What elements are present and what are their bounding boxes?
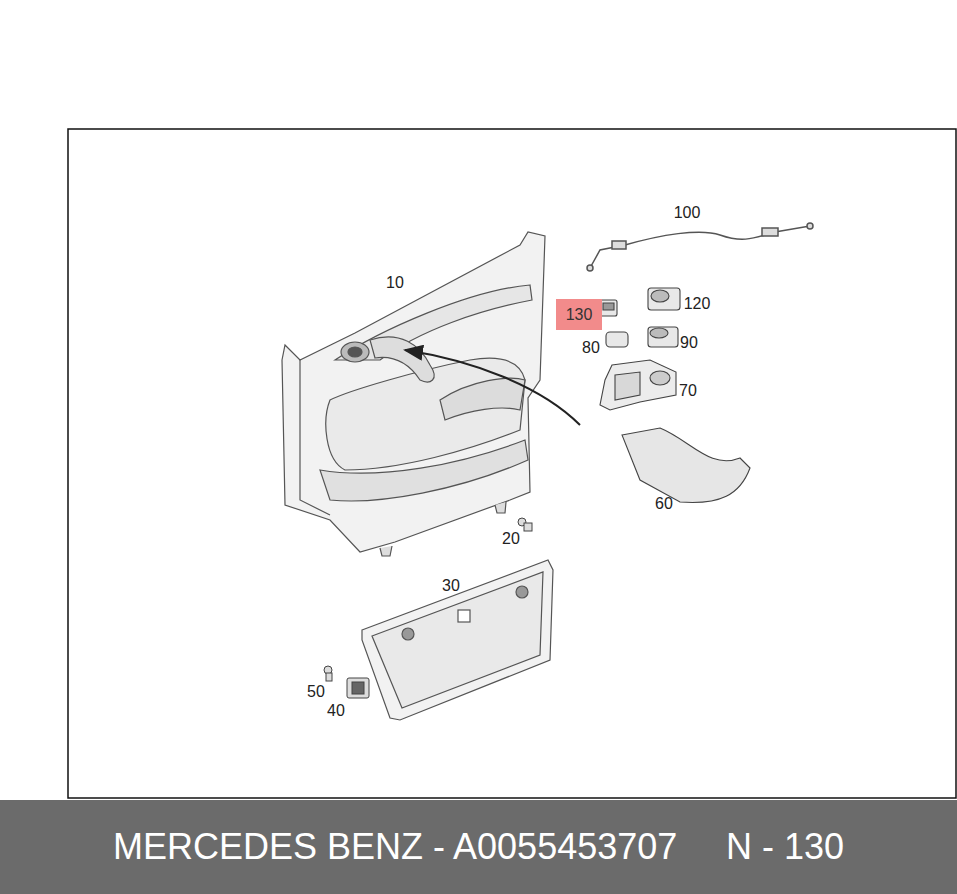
leader-arrow <box>405 350 580 425</box>
callout-number: 50 <box>307 683 325 701</box>
callout-number: 60 <box>655 495 673 513</box>
switch-parts <box>600 288 680 347</box>
fasteners <box>324 666 369 698</box>
callout-number: 40 <box>327 702 345 720</box>
callout-number: 20 <box>502 530 520 548</box>
callout-number: 80 <box>582 339 600 357</box>
frame <box>68 129 956 798</box>
door-panel <box>282 232 545 556</box>
callout-number: 100 <box>674 204 701 222</box>
bowden-cable <box>587 223 813 271</box>
callout-number: 120 <box>684 295 711 313</box>
item-number: N - 130 <box>726 827 844 867</box>
callout-number: 90 <box>680 334 698 352</box>
callout-number: 10 <box>386 274 404 292</box>
handle-bracket <box>600 360 676 410</box>
callout-number: 70 <box>679 382 697 400</box>
handle-cover <box>622 428 750 503</box>
lower-panel <box>362 560 553 720</box>
callout-number: 30 <box>442 577 460 595</box>
callout-number: 130 <box>566 306 593 324</box>
footer-band: MERCEDES BENZ - A0055453707 N - 130 <box>0 800 957 894</box>
screw <box>518 518 532 531</box>
part-number: MERCEDES BENZ - A0055453707 <box>113 827 677 867</box>
highlight-box: 130 <box>556 299 602 330</box>
